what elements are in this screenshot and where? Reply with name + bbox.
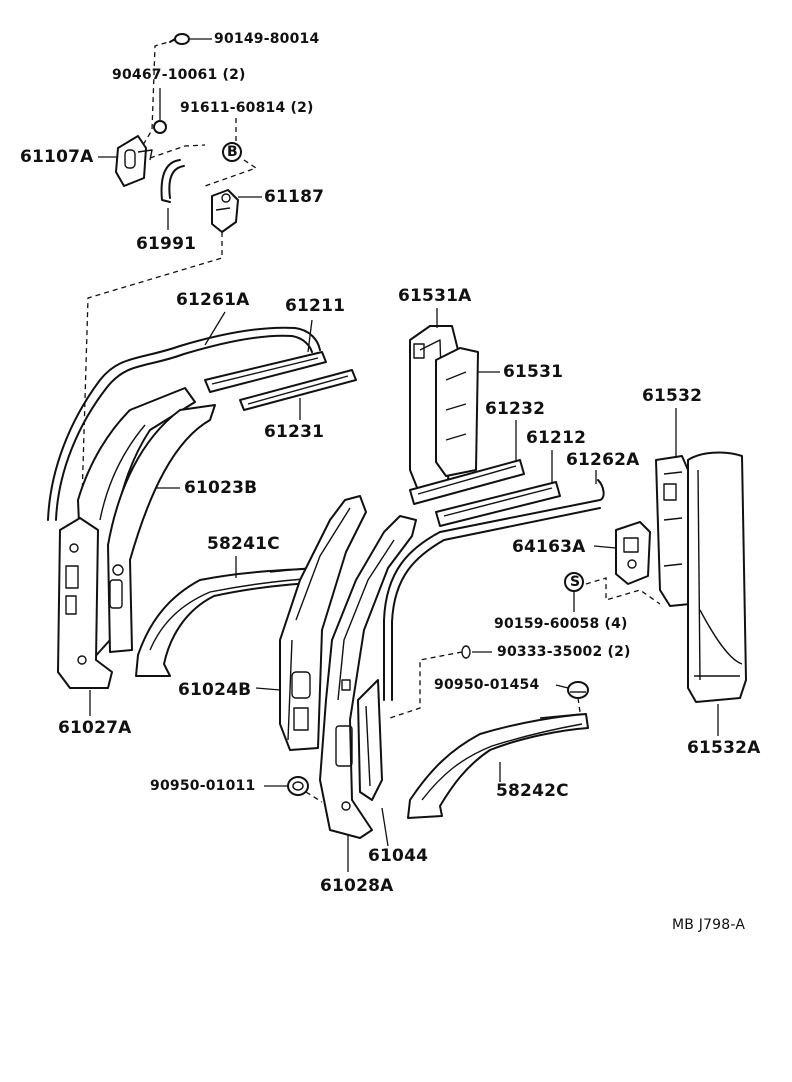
footer-code: MB J798-A xyxy=(672,917,746,933)
bracket-64163a-shape xyxy=(615,521,651,585)
label-58242c: 58242C xyxy=(496,781,569,801)
scuff-61212-shape xyxy=(435,481,561,527)
label-90159-60058: 90159-60058 (4) xyxy=(494,616,628,632)
label-61532a: 61532A xyxy=(687,738,761,758)
weatherstrip-61262a-shape xyxy=(383,479,605,701)
pillar-61023b-shape xyxy=(77,387,216,661)
label-61028a: 61028A xyxy=(320,876,394,896)
label-61532: 61532 xyxy=(642,386,703,406)
nut-90467-icon xyxy=(153,120,167,134)
label-61261a: 61261A xyxy=(176,290,250,310)
rocker-58242c-shape xyxy=(407,713,589,819)
label-90950-01454: 90950-01454 xyxy=(434,677,540,693)
screw-symbol-letter: S xyxy=(570,574,581,590)
label-90950-01011: 90950-01011 xyxy=(150,778,256,794)
label-91611-60814: 91611-60814 (2) xyxy=(180,100,314,116)
label-61531: 61531 xyxy=(503,362,564,382)
clip-61991-shape xyxy=(160,159,185,203)
label-64163a: 64163A xyxy=(512,537,586,557)
label-61211: 61211 xyxy=(285,296,346,316)
bolt-90149-icon xyxy=(169,33,190,45)
bracket-61187-shape xyxy=(211,189,239,233)
plug-90950-01454-icon xyxy=(567,681,589,699)
label-90467-10061: 90467-10061 (2) xyxy=(112,67,246,83)
label-61262a: 61262A xyxy=(566,450,640,470)
label-61024b: 61024B xyxy=(178,680,252,700)
scuff-61211-shape xyxy=(204,351,327,393)
label-61232: 61232 xyxy=(485,399,546,419)
label-61023b: 61023B xyxy=(184,478,258,498)
pillar-61027a-shape xyxy=(57,517,113,689)
label-90333-35002: 90333-35002 (2) xyxy=(497,644,631,660)
grommet-90950-01011-icon xyxy=(287,776,309,796)
label-61531a: 61531A xyxy=(398,286,472,306)
bolt-symbol-letter: B xyxy=(227,144,238,160)
label-90149-80014: 90149-80014 xyxy=(214,31,320,47)
label-61044: 61044 xyxy=(368,846,429,866)
reinforcement-61044-shape xyxy=(357,679,383,801)
weatherstrip-61261a-shape xyxy=(47,326,321,521)
pillar-61028a-shape xyxy=(319,515,417,839)
scuff-61231-shape xyxy=(239,369,357,411)
panel-61532a-shape xyxy=(687,451,747,703)
oring-90333-icon xyxy=(461,645,471,659)
bracket-61107a-shape xyxy=(115,135,153,187)
scuff-61232-shape xyxy=(409,459,525,505)
pillar-61531-shape xyxy=(435,347,479,477)
label-61027a: 61027A xyxy=(58,718,132,738)
label-61107a: 61107A xyxy=(20,147,94,167)
pillar-61024b-shape xyxy=(279,495,367,751)
label-61187: 61187 xyxy=(264,187,325,207)
label-61231: 61231 xyxy=(264,422,325,442)
label-61991: 61991 xyxy=(136,234,197,254)
label-61212: 61212 xyxy=(526,428,587,448)
pillar-61532-shape xyxy=(655,455,691,607)
label-58241c: 58241C xyxy=(207,534,280,554)
